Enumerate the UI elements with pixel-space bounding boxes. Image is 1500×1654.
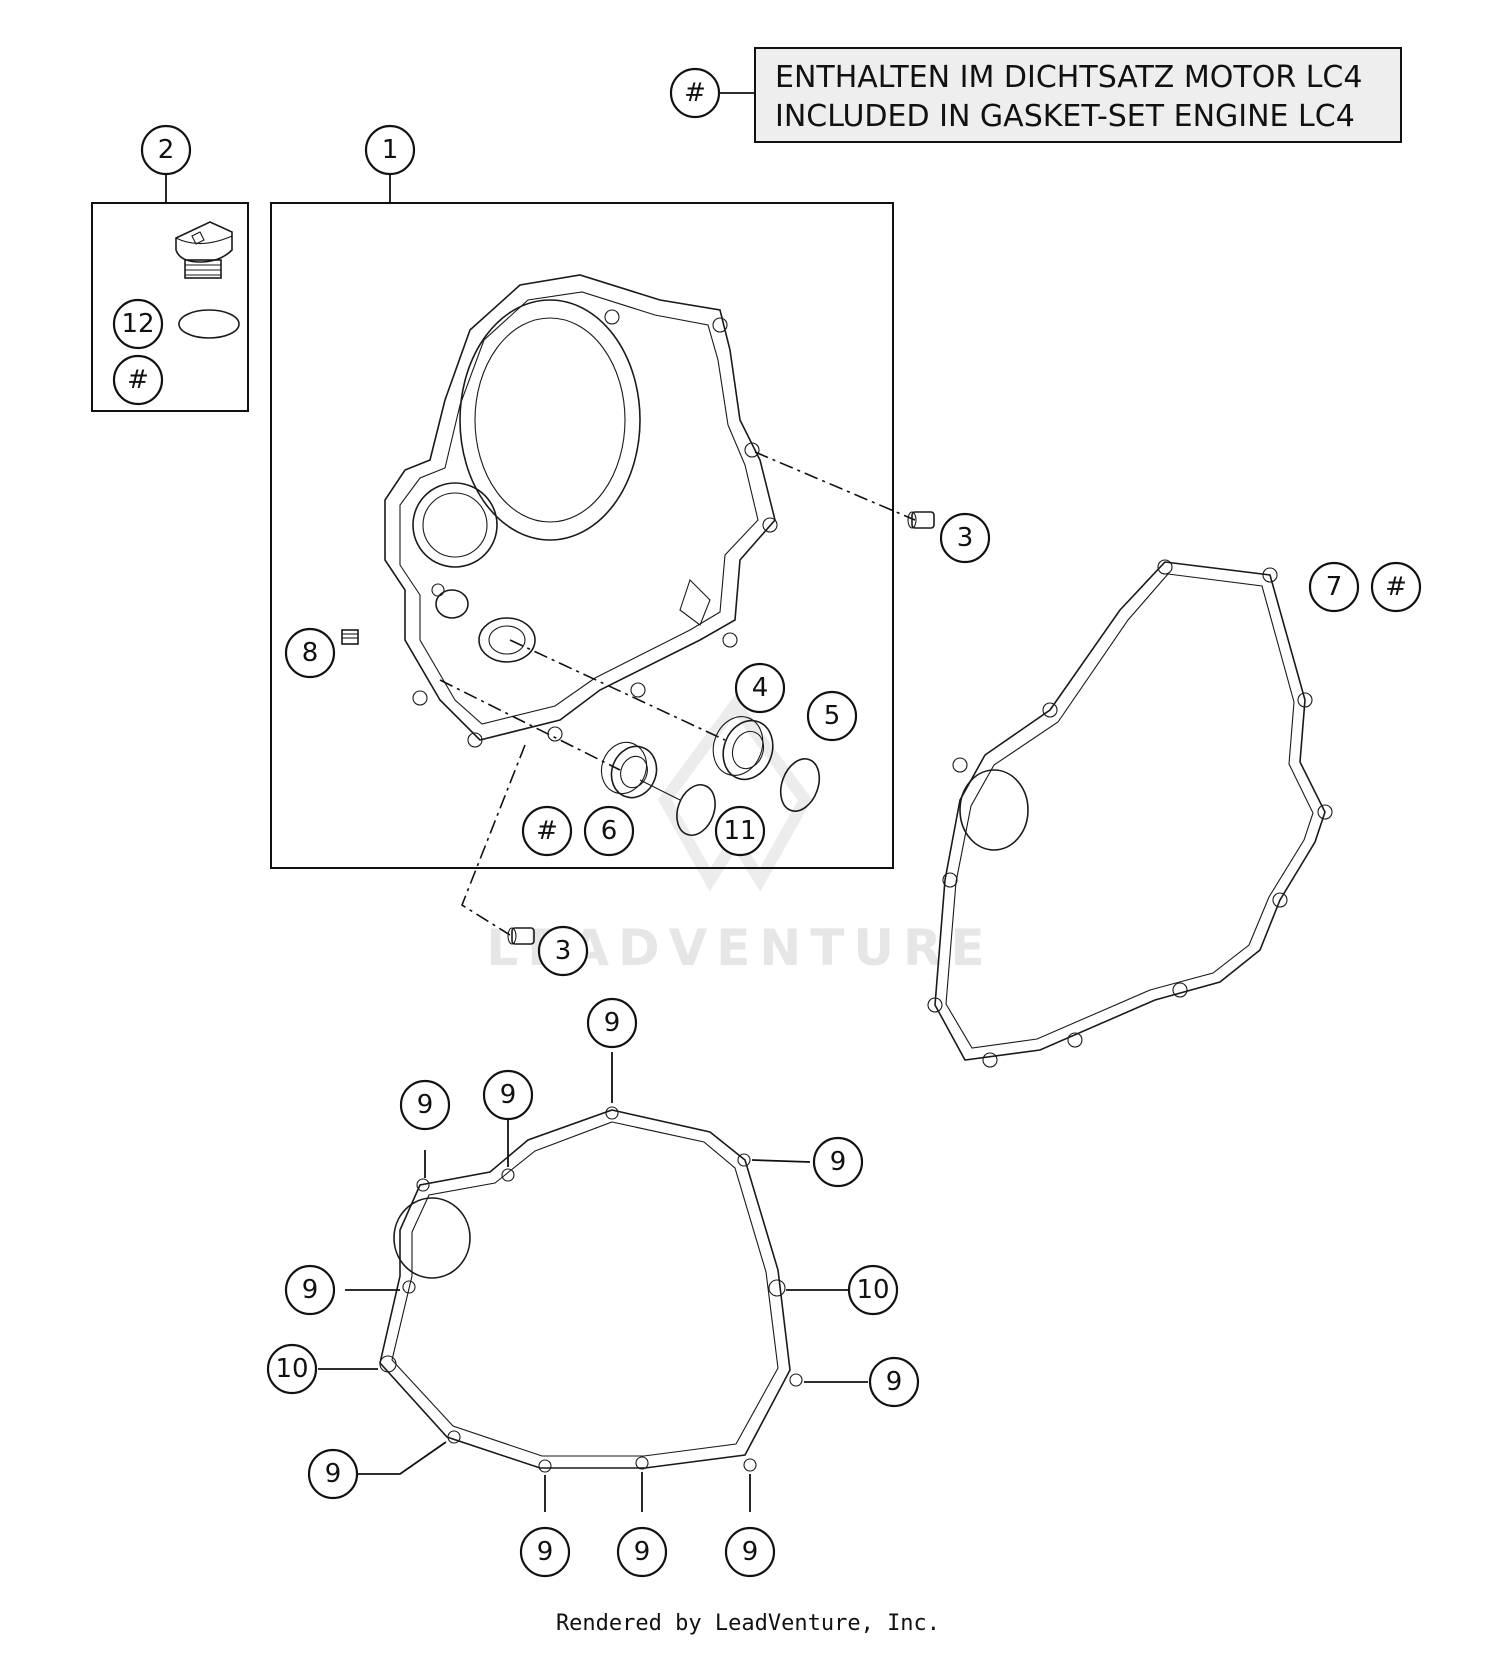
clutch-cover-group [270, 173, 894, 869]
svg-text:9: 9 [325, 1459, 342, 1489]
callout-3-bottom: 3 [537, 925, 589, 977]
callout-2: 2 [140, 124, 192, 176]
svg-text:1: 1 [382, 135, 399, 165]
callout-7: 7 [1308, 561, 1360, 613]
callouts: 1 2 12 # 3 3 4 5 # 6 11 8 7 # 9 9 9 9 9 … [112, 124, 1422, 1578]
legend-line-de: ENTHALTEN IM DICHTSATZ MOTOR LC4 [775, 60, 1362, 95]
callout-9: 9 [868, 1356, 920, 1408]
callout-9: 9 [616, 1526, 668, 1578]
legend: # ENTHALTEN IM DICHTSATZ MOTOR LC4 INCLU… [669, 47, 1402, 143]
svg-text:9: 9 [417, 1090, 434, 1120]
oil-plug-box [91, 202, 249, 412]
svg-text:11: 11 [723, 816, 756, 846]
svg-text:9: 9 [302, 1275, 319, 1305]
svg-text:10: 10 [275, 1354, 308, 1384]
callout-9: 9 [284, 1264, 336, 1316]
callout-4: 4 [734, 662, 786, 714]
svg-text:9: 9 [742, 1537, 759, 1567]
callout-6: 6 [583, 805, 635, 857]
svg-text:9: 9 [830, 1147, 847, 1177]
svg-text:12: 12 [121, 309, 154, 339]
callout-9: 9 [812, 1136, 864, 1188]
svg-text:#: # [127, 365, 149, 395]
callout-8: 8 [284, 627, 336, 679]
svg-text:9: 9 [500, 1080, 517, 1110]
svg-text:9: 9 [537, 1537, 554, 1567]
legend-line-en: INCLUDED IN GASKET-SET ENGINE LC4 [775, 99, 1355, 134]
svg-text:#: # [536, 816, 558, 846]
svg-text:9: 9 [634, 1537, 651, 1567]
svg-text:10: 10 [856, 1275, 889, 1305]
callout-12: 12 [112, 298, 164, 350]
callout-6-hash: # [521, 805, 573, 857]
svg-text:2: 2 [158, 135, 175, 165]
plug-screw-icon [341, 629, 359, 645]
clutch-cover-icon [384, 274, 778, 748]
callout-5: 5 [806, 690, 858, 742]
svg-text:6: 6 [601, 816, 618, 846]
callout-9: 9 [482, 1069, 534, 1121]
callout-10: 10 [266, 1343, 318, 1395]
callout-9: 9 [519, 1526, 571, 1578]
footer-credit: Rendered by LeadVenture, Inc. [556, 1611, 940, 1636]
circlip-11-icon [676, 784, 716, 836]
callout-1: 1 [364, 124, 416, 176]
oil-plug-group [91, 173, 249, 412]
callout-9: 9 [724, 1526, 776, 1578]
oil-filler-plug-icon [175, 221, 233, 279]
dowel-sleeves [461, 451, 935, 945]
shaft-seal-6-icon [600, 741, 658, 799]
clutch-cover-box [270, 202, 894, 869]
svg-text:9: 9 [604, 1008, 621, 1038]
gasket-7-icon [927, 559, 1333, 1068]
legend-box [754, 47, 1402, 143]
callout-10: 10 [847, 1264, 899, 1316]
callout-7-hash: # [1370, 561, 1422, 613]
svg-text:3: 3 [555, 936, 572, 966]
svg-text:#: # [1385, 572, 1407, 602]
gasket-lower-icon [379, 1106, 803, 1473]
legend-hash-symbol: # [684, 78, 706, 108]
svg-text:5: 5 [824, 701, 841, 731]
svg-text:7: 7 [1326, 572, 1343, 602]
o-ring-icon [178, 309, 240, 339]
callout-11: 11 [714, 805, 766, 857]
svg-text:3: 3 [957, 523, 974, 553]
callout-9: 9 [399, 1079, 451, 1131]
svg-text:9: 9 [886, 1367, 903, 1397]
lower-leaders [318, 1052, 868, 1512]
callout-2-hash: # [112, 354, 164, 406]
callout-9: 9 [307, 1448, 359, 1500]
svg-text:8: 8 [302, 638, 319, 668]
callout-3-top: 3 [939, 512, 991, 564]
shaft-seal-4-icon [712, 716, 774, 781]
circlip-5-icon [779, 758, 821, 812]
callout-9: 9 [586, 997, 638, 1049]
dowel-sleeve-bottom-icon [507, 927, 535, 945]
svg-text:4: 4 [752, 673, 769, 703]
dowel-sleeve-top-icon [907, 511, 935, 529]
